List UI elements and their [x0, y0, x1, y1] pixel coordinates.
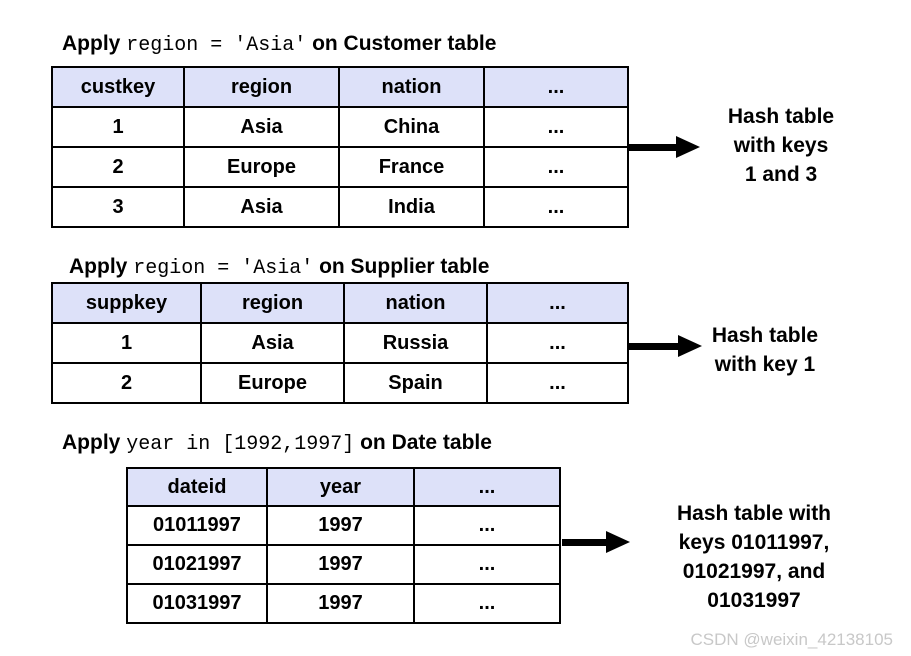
table-cell: 1997	[266, 583, 415, 624]
supplier-section-title: Apply region = 'Asia' on Supplier table	[69, 254, 489, 282]
table-cell: China	[338, 106, 485, 148]
col-header: nation	[343, 282, 488, 324]
arrow-head	[678, 335, 702, 357]
table-cell: Asia	[200, 322, 345, 364]
col-header: nation	[338, 66, 485, 108]
date-section-title: Apply year in [1992,1997] on Date table	[62, 430, 492, 458]
table-cell: 1997	[266, 505, 415, 546]
note-line: keys 01011997,	[678, 531, 830, 554]
table-cell: 01021997	[126, 544, 268, 585]
col-header: dateid	[126, 467, 268, 507]
note-line: Hash table with	[676, 502, 832, 525]
table-row: 1 Asia China ...	[51, 106, 629, 148]
customer-section-title: Apply region = 'Asia' on Customer table	[62, 31, 496, 59]
table-cell: 01011997	[126, 505, 268, 546]
note-line: Hash table	[727, 105, 835, 128]
col-header: ...	[413, 467, 561, 507]
supplier-table: suppkey region nation ... 1 Asia Russia …	[51, 282, 629, 404]
title-predicate-code: year in [1992,1997]	[126, 433, 355, 456]
table-cell: 2	[51, 146, 185, 188]
note-line: with keys	[733, 134, 829, 157]
arrow-shaft	[562, 538, 606, 546]
table-cell: 01031997	[126, 583, 268, 624]
table-cell: ...	[483, 106, 629, 148]
title-target-text: on Customer table	[312, 32, 497, 55]
table-row: 2 Europe France ...	[51, 146, 629, 188]
arrow-right-icon	[627, 334, 702, 358]
arrow-head	[676, 136, 700, 158]
table-cell: 1	[51, 322, 202, 364]
title-apply-keyword: Apply	[62, 431, 121, 454]
table-cell: Russia	[343, 322, 488, 364]
table-cell: ...	[483, 186, 629, 228]
title-target-text: on Date table	[360, 431, 492, 454]
table-cell: 3	[51, 186, 185, 228]
col-header: year	[266, 467, 415, 507]
csdn-watermark: CSDN @weixin_42138105	[690, 630, 893, 649]
table-row: 1 Asia Russia ...	[51, 322, 629, 364]
arrow-right-icon	[627, 135, 700, 159]
table-cell: France	[338, 146, 485, 188]
customer-hash-note: Hash table with keys 1 and 3	[696, 102, 866, 189]
table-cell: ...	[486, 322, 629, 364]
arrow-right-icon	[562, 530, 630, 554]
table-cell: 1	[51, 106, 185, 148]
arrow-shaft	[627, 342, 678, 350]
title-target-text: on Supplier table	[319, 255, 490, 278]
note-line: 01021997, and	[682, 560, 826, 583]
table-cell: ...	[413, 505, 561, 546]
table-cell: 2	[51, 362, 202, 404]
date-table: dateid year ... 01011997 1997 ... 010219…	[126, 467, 561, 624]
table-row: 01011997 1997 ...	[126, 505, 561, 546]
table-header-row: dateid year ...	[126, 467, 561, 507]
title-apply-keyword: Apply	[62, 32, 121, 55]
title-predicate-code: region = 'Asia'	[126, 34, 307, 57]
customer-table: custkey region nation ... 1 Asia China .…	[51, 66, 629, 228]
note-line: Hash table	[711, 324, 819, 347]
table-header-row: custkey region nation ...	[51, 66, 629, 108]
table-cell: ...	[413, 583, 561, 624]
col-header: ...	[483, 66, 629, 108]
title-apply-keyword: Apply	[69, 255, 128, 278]
table-cell: Europe	[200, 362, 345, 404]
table-row: 2 Europe Spain ...	[51, 362, 629, 404]
note-line: 01031997	[707, 589, 801, 612]
table-row: 01031997 1997 ...	[126, 583, 561, 624]
table-row: 01021997 1997 ...	[126, 544, 561, 585]
table-cell: ...	[413, 544, 561, 585]
table-cell: Asia	[183, 106, 340, 148]
col-header: region	[200, 282, 345, 324]
table-row: 3 Asia India ...	[51, 186, 629, 228]
arrow-shaft	[627, 143, 676, 151]
col-header: suppkey	[51, 282, 202, 324]
arrow-head	[606, 531, 630, 553]
table-cell: India	[338, 186, 485, 228]
table-cell: Europe	[183, 146, 340, 188]
table-cell: Asia	[183, 186, 340, 228]
title-predicate-code: region = 'Asia'	[133, 257, 314, 280]
supplier-hash-note: Hash table with key 1	[680, 321, 850, 379]
table-cell: ...	[483, 146, 629, 188]
table-header-row: suppkey region nation ...	[51, 282, 629, 324]
table-cell: Spain	[343, 362, 488, 404]
col-header: region	[183, 66, 340, 108]
note-line: with key 1	[714, 353, 816, 376]
col-header: ...	[486, 282, 629, 324]
table-cell: ...	[486, 362, 629, 404]
note-line: 1 and 3	[744, 163, 818, 186]
date-hash-note: Hash table with keys 01011997, 01021997,…	[649, 499, 859, 615]
col-header: custkey	[51, 66, 185, 108]
table-cell: 1997	[266, 544, 415, 585]
